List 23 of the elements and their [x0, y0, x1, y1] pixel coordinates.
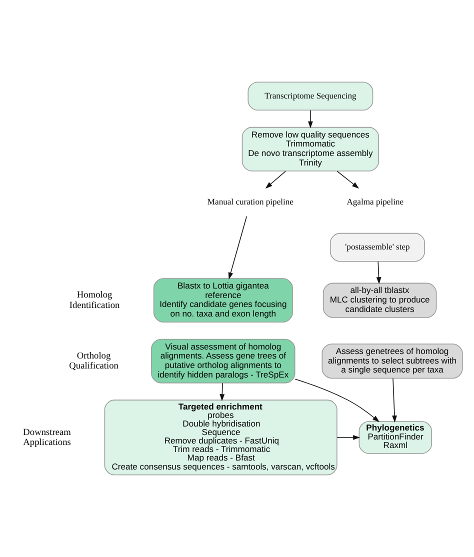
node-box: 'postassemble' step	[330, 232, 425, 262]
label: Ortholog Qualification	[69, 351, 118, 372]
label: Homolog Identification	[69, 290, 120, 311]
arrow	[392, 378, 397, 423]
node-box: Remove low quality sequences Trimmomatic De novo transcriptome assembly Trinity	[242, 126, 380, 172]
node-box: Transcriptome Sequencing	[248, 82, 374, 111]
node-box: Blastx to Lottia gigantea reference Identify candidate genes focusing on no. taxa and exon length	[153, 278, 293, 323]
node-box: Assess genetrees of homolog alignments to select subtrees with a single sequence per taxa	[322, 344, 463, 379]
node-box: all-by-all tblastx MLC clustering to produce candidate clusters	[322, 282, 437, 318]
arrow	[308, 110, 313, 128]
node-text: Manual curation pipeline	[207, 196, 294, 206]
node-box: Targeted enrichment probes Double hybridisation Sequence Remove duplicates - FastUniq Trim reads - Trimmomatic Map reads - Bfast Create consensus sequences - samtools, varscan, vcftools	[104, 400, 338, 476]
node-box: Visual assessment of homolog alignments. Assess gene trees of putative ortholog alignments to identify hidden paralogs - TreSpEx	[151, 338, 296, 384]
arrow	[336, 435, 360, 440]
arrow	[265, 170, 286, 189]
arrow	[336, 170, 360, 189]
arrow	[220, 382, 225, 402]
label: Downstream Applications	[23, 428, 71, 448]
arrow	[228, 216, 248, 280]
arrow	[376, 261, 382, 284]
arrow	[294, 378, 380, 422]
node-text: Agalma pipeline	[346, 196, 404, 206]
node-box: Phylogenetics PartitionFinder Raxml	[358, 421, 432, 454]
